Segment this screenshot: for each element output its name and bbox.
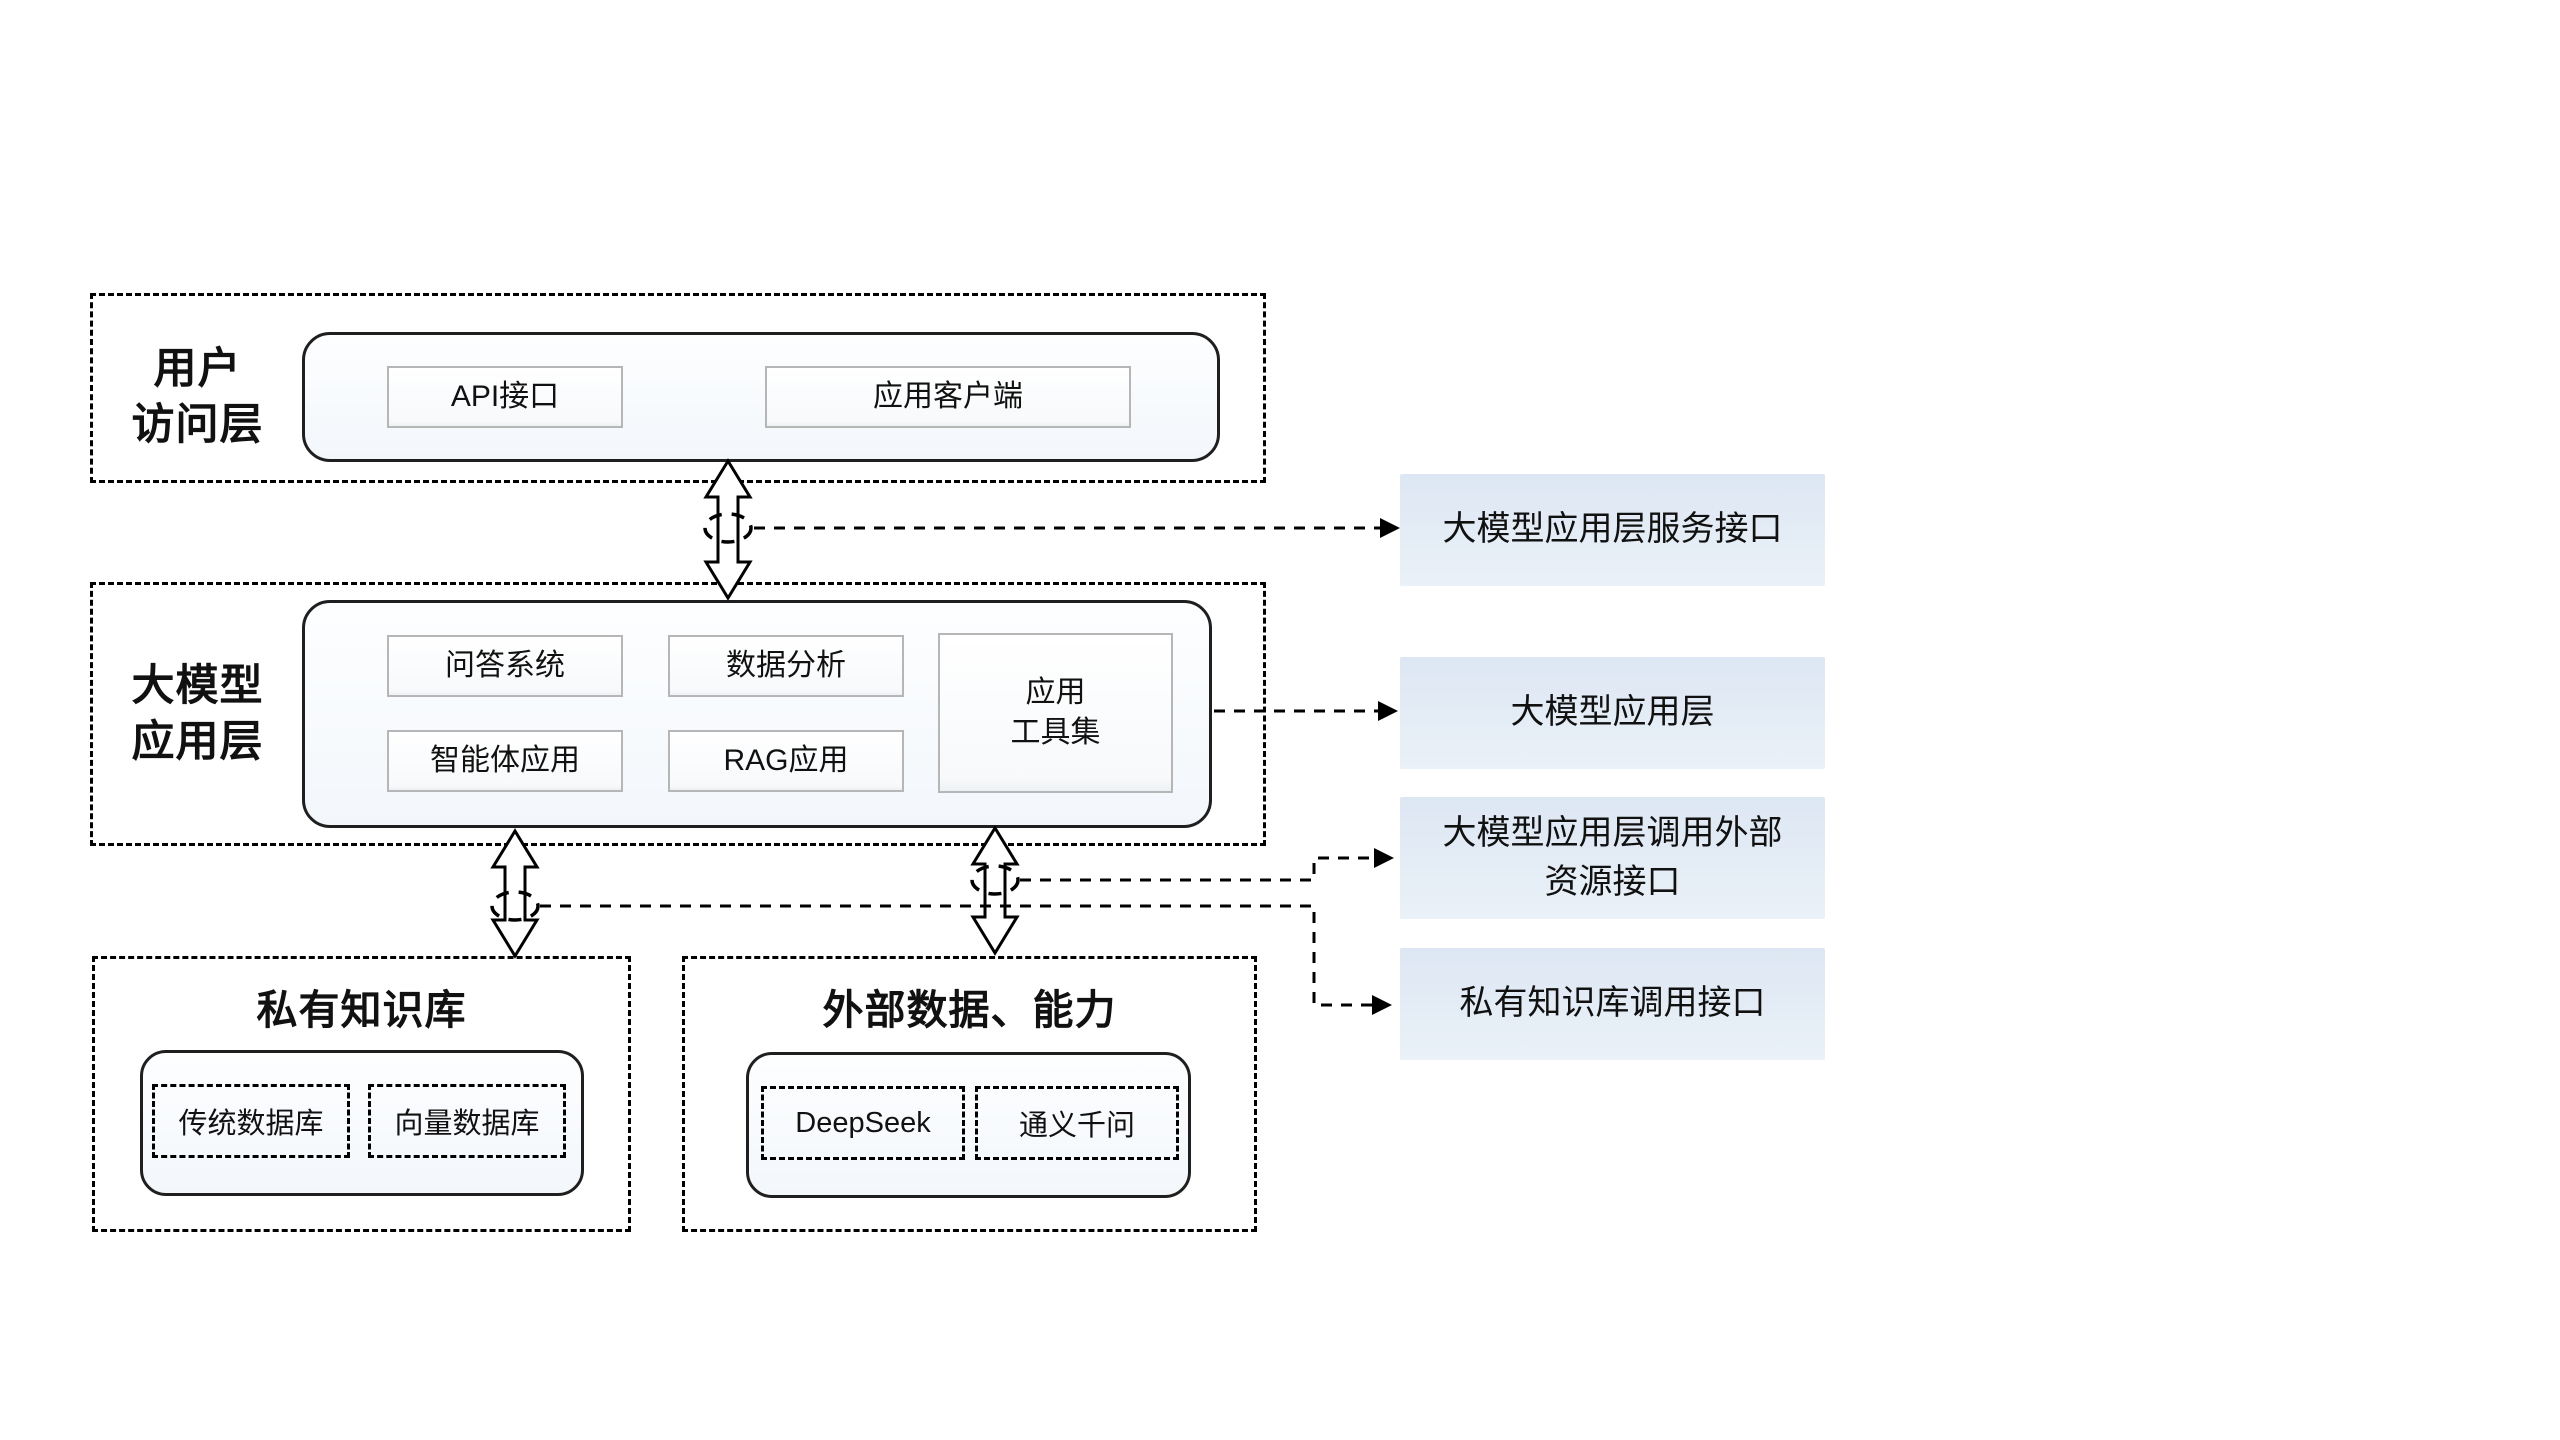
- tap-ellipse-external: [970, 864, 1020, 896]
- private-kb-box: [92, 956, 631, 1232]
- rag-app-box: RAG应用: [668, 730, 904, 792]
- connector-external-resource: [1020, 856, 1376, 882]
- arrow-model-external: [970, 825, 1020, 956]
- model-app-layer-label: 大模型 应用层: [131, 662, 264, 766]
- app-layer-interface-card: 大模型应用层: [1400, 657, 1825, 769]
- app-client-box: 应用客户端: [765, 366, 1131, 428]
- vector-db-box: 向量数据库: [368, 1084, 566, 1158]
- arrowhead-kb-call: [1372, 995, 1392, 1015]
- api-interface-box: API接口: [387, 366, 623, 428]
- private-kb-label: 私有知识库: [256, 987, 467, 1033]
- private-kb-panel: [140, 1050, 584, 1196]
- arrowhead-service-interface: [1380, 518, 1400, 538]
- agent-app-box: 智能体应用: [387, 730, 623, 792]
- arrow-model-kb: [490, 828, 540, 959]
- arrowhead-app-layer: [1378, 701, 1398, 721]
- service-interface-card: 大模型应用层服务接口: [1400, 474, 1825, 586]
- deepseek-box: DeepSeek: [761, 1086, 965, 1160]
- tap-ellipse-kb: [490, 890, 540, 922]
- model-app-layer-box: [90, 582, 1266, 846]
- kb-call-interface-card: 私有知识库调用接口: [1400, 948, 1825, 1060]
- data-analysis-box: 数据分析: [668, 635, 904, 697]
- external-sources-label: 外部数据、能力: [822, 987, 1117, 1033]
- external-resource-interface-card: 大模型应用层调用外部 资源接口: [1400, 797, 1825, 919]
- user-access-layer-label: 用户 访问层: [131, 344, 264, 449]
- app-toolkit-box: 应用 工具集: [938, 633, 1173, 793]
- tap-ellipse-service: [703, 512, 753, 544]
- traditional-db-box: 传统数据库: [152, 1084, 350, 1158]
- qwen-box: 通义千问: [975, 1086, 1179, 1160]
- external-sources-panel: [746, 1052, 1191, 1198]
- user-access-layer-box: [90, 293, 1266, 483]
- arrowhead-external-resource: [1374, 848, 1394, 868]
- qa-system-box: 问答系统: [387, 635, 623, 697]
